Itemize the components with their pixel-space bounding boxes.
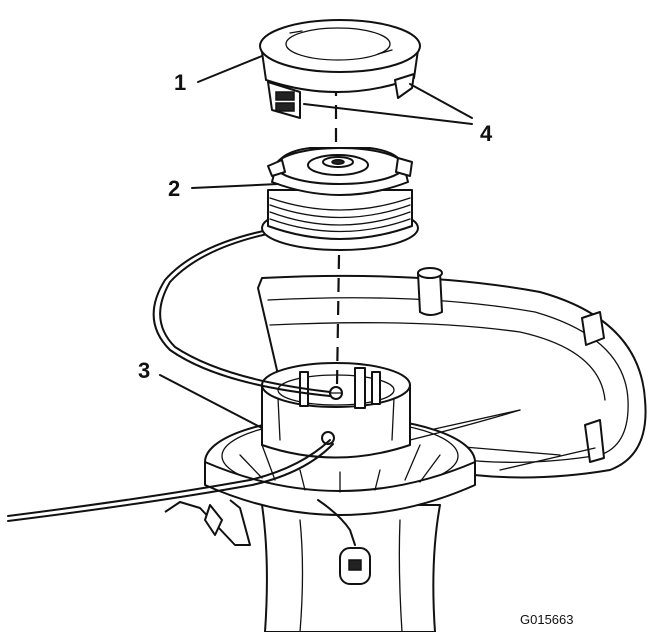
cap-latch-tab-right — [394, 73, 415, 99]
callout-2: 2 — [168, 176, 180, 201]
callout-1: 1 — [174, 70, 186, 95]
callout-4: 4 — [480, 121, 493, 146]
leader-line-4a — [409, 83, 473, 119]
leader-lines — [159, 55, 473, 429]
trimmer-line — [7, 225, 521, 522]
spool-cap — [259, 19, 421, 119]
head-latch — [164, 499, 371, 585]
figure-code: G015663 — [520, 612, 574, 627]
leader-line-1 — [197, 55, 263, 83]
callout-3: 3 — [138, 358, 150, 383]
leader-line-3 — [159, 374, 263, 429]
spool — [261, 147, 419, 251]
leader-line-4b — [303, 103, 473, 125]
leader-line-2 — [191, 183, 279, 189]
